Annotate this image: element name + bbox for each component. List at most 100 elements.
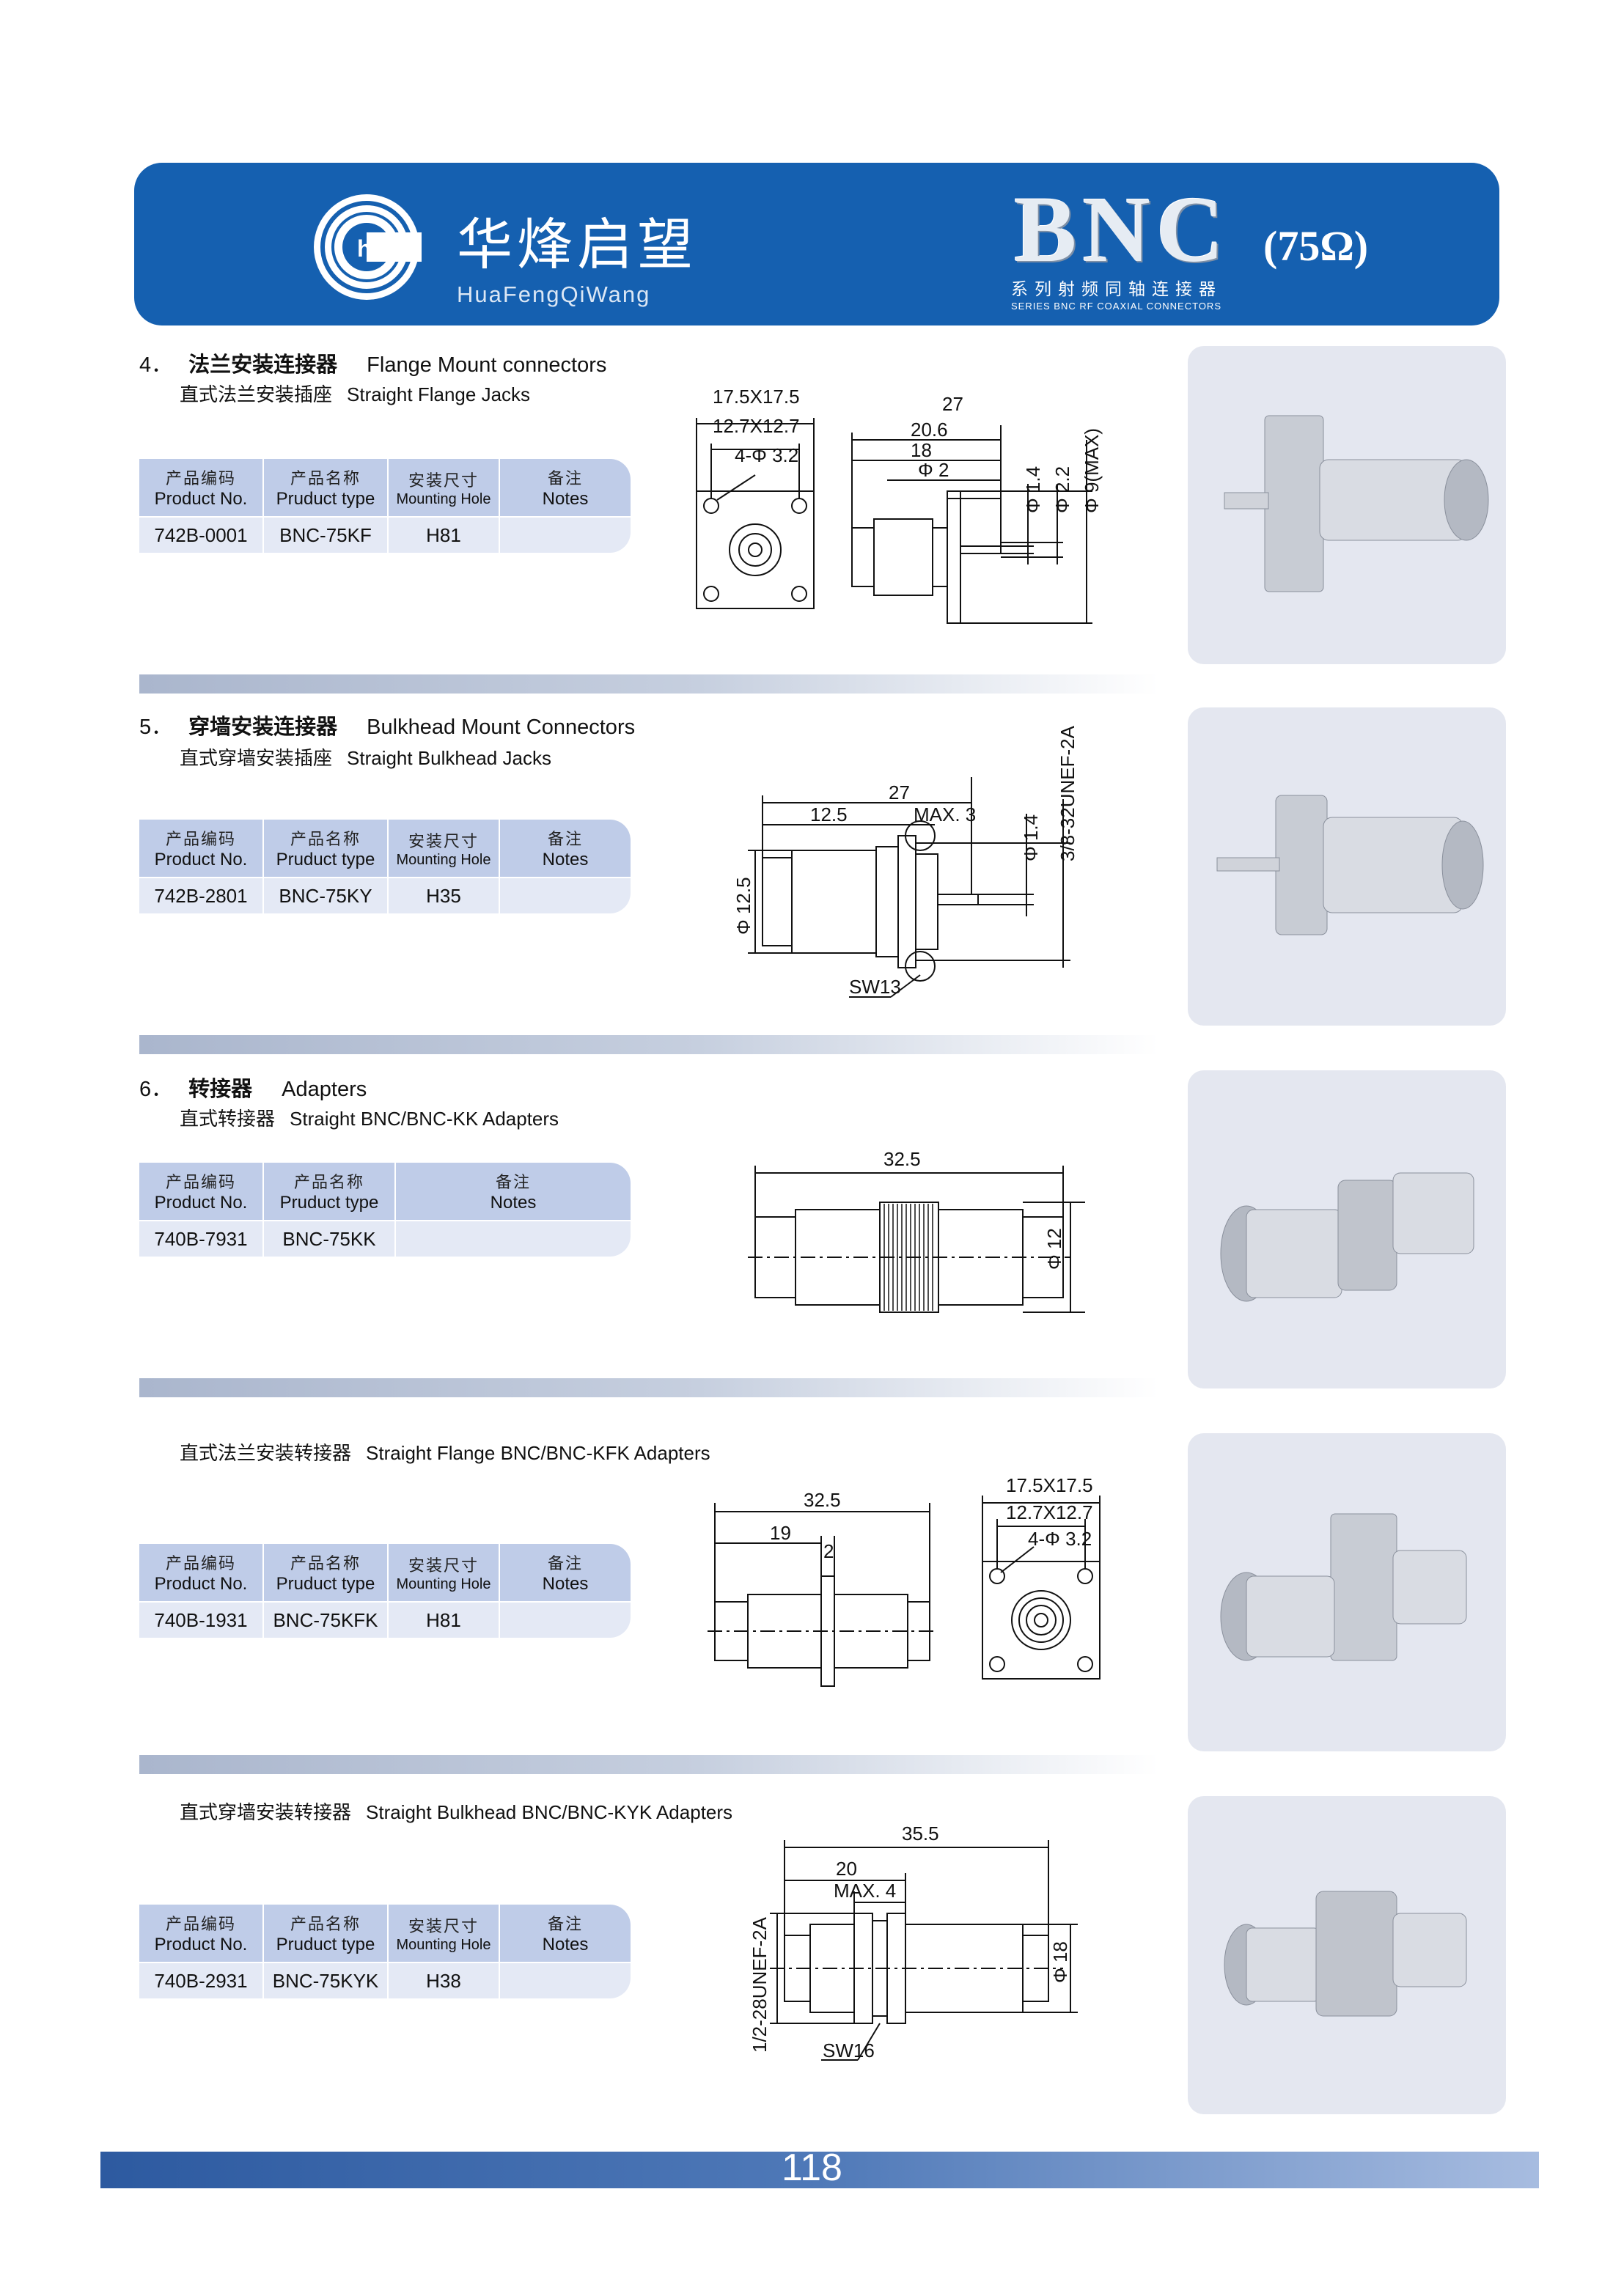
cell-notes	[500, 518, 631, 553]
connector-image-icon	[1224, 1891, 1467, 2017]
section-title-en: Bulkhead Mount Connectors	[367, 716, 636, 739]
dim-label: 32.5	[883, 1148, 921, 1170]
section-title-en: Adapters	[282, 1078, 367, 1101]
product-photo	[1188, 1796, 1506, 2114]
drawing-kk-adapter: 32.5 Φ 12	[748, 1148, 1085, 1313]
knurl-lines	[883, 1204, 933, 1311]
dim-label: 17.5X17.5	[1006, 1474, 1093, 1496]
dim-label: Φ 12	[1043, 1228, 1065, 1270]
dim-label: 4-Φ 3.2	[1028, 1528, 1092, 1550]
cell-product-type: BNC-75KK	[264, 1221, 396, 1257]
cell-mounting-hole: H35	[389, 878, 500, 913]
footer-bar	[100, 2152, 1539, 2188]
section-title-cn: 转接器	[188, 1076, 253, 1101]
dim-label: Φ 2	[918, 459, 949, 481]
cell-product-no: 740B-1931	[139, 1603, 264, 1638]
kfk-subtitle: 直式法兰安装转接器 Straight Flange BNC/BNC-KFK Ada…	[180, 1438, 710, 1465]
dim-label: Φ 1.4	[1022, 466, 1044, 513]
cell-product-no: 742B-0001	[139, 518, 264, 553]
brand-name-en: HuaFengQiWang	[457, 282, 651, 307]
cell-notes	[500, 1603, 631, 1638]
table-row: 740B-2931 BNC-75KYK H38	[139, 1962, 631, 1998]
dim-label: 1/2-28UNEF-2A	[749, 1916, 771, 2053]
connector-image-icon	[1220, 1513, 1467, 1661]
cell-notes	[396, 1221, 631, 1257]
dim-label: 2	[823, 1540, 834, 1562]
drawing-kfk-side: 32.5 19 2	[708, 1489, 937, 1687]
section-number: 6．	[139, 1078, 173, 1101]
dim-label: MAX. 4	[834, 1880, 896, 1902]
subtitle-en: Straight Flange BNC/BNC-KFK Adapters	[366, 1442, 710, 1464]
dim-label: 19	[770, 1522, 791, 1544]
connector-image-icon	[1220, 1172, 1474, 1302]
cell-product-type: BNC-75KY	[264, 878, 389, 913]
dim-label: 20.6	[911, 419, 948, 441]
product-photo	[1188, 707, 1506, 1026]
drawing-kyk-adapter: 35.5 20 MAX. 4 1/2-28UNEF-2A Φ 18 SW16	[749, 1822, 1078, 2061]
subtitle-en: Straight Bulkhead Jacks	[347, 747, 551, 769]
dim-label: 12.5	[810, 803, 848, 825]
brand-logo-icon: hfqw	[314, 194, 422, 300]
connector-image-icon	[1216, 795, 1484, 935]
brand-logo-text: hfqw	[357, 235, 412, 262]
dim-label: 12.7X12.7	[713, 415, 800, 437]
dim-label: Φ 2.2	[1051, 466, 1073, 513]
subtitle-cn: 直式法兰安装转接器	[180, 1443, 352, 1465]
dim-label: 27	[942, 393, 963, 415]
section-title-cn: 法兰安装连接器	[188, 352, 338, 377]
dim-label: SW16	[823, 2039, 875, 2061]
dim-label: Φ 9(MAX)	[1081, 428, 1103, 513]
table-row: 740B-1931 BNC-75KFK H81	[139, 1601, 631, 1638]
table-row: 742B-0001 BNC-75KF H81	[139, 516, 631, 553]
subtitle-en: Straight Flange Jacks	[347, 383, 531, 405]
drawing-flange-jack: 17.5X17.5 12.7X12.7 4-Φ 3.2 27 20.6 18 Φ…	[696, 386, 1103, 624]
dim-label: Φ 18	[1049, 1941, 1071, 1983]
dim-label: 17.5X17.5	[713, 386, 800, 408]
table-row: 742B-2801 BNC-75KY H35	[139, 877, 631, 913]
cell-notes	[500, 878, 631, 913]
connector-image-icon	[1224, 415, 1489, 592]
page-number: 118	[782, 2147, 842, 2189]
product-photo	[1188, 1433, 1506, 1751]
section-5-title: 5． 穿墙安装连接器 Bulkhead Mount Connectors	[139, 710, 635, 740]
section-number: 4．	[139, 353, 173, 377]
cell-product-type: BNC-75KYK	[264, 1963, 389, 1998]
series-cn: 系列射频同轴连接器	[1011, 280, 1222, 299]
subtitle-en: Straight BNC/BNC-KK Adapters	[290, 1108, 559, 1130]
bnc-impedance: (75Ω)	[1263, 222, 1369, 270]
cell-mounting-hole: H81	[389, 1603, 500, 1638]
product-photo	[1188, 1070, 1506, 1388]
section-number: 5．	[139, 716, 173, 739]
cell-mounting-hole: H81	[389, 518, 500, 553]
section-divider	[139, 1755, 1158, 1774]
section-title-en: Flange Mount connectors	[367, 353, 607, 377]
section-divider	[139, 1035, 1158, 1054]
section-title-cn: 穿墙安装连接器	[188, 714, 338, 739]
drawing-kfk-front: 17.5X17.5 12.7X12.7 4-Φ 3.2	[982, 1474, 1101, 1680]
